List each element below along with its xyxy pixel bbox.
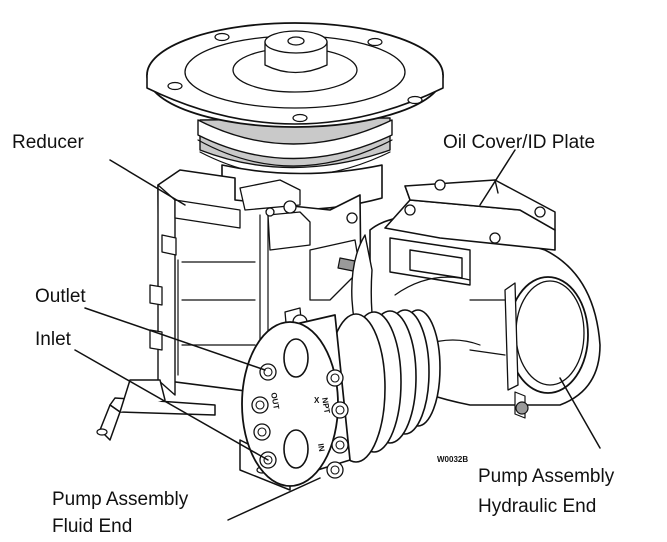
inlet-label: Inlet xyxy=(35,329,72,350)
in-marking: IN xyxy=(316,443,326,453)
outlet-leader xyxy=(84,307,266,371)
hydraulic-end-label-line1: Pump Assembly xyxy=(478,466,615,487)
fluid-end-label-line2: Fluid End xyxy=(52,516,132,537)
outlet-label: Outlet xyxy=(35,286,86,307)
fluid-end-bolts xyxy=(251,363,349,479)
hydraulic-end-leader xyxy=(559,377,601,449)
inlet-leader xyxy=(74,349,269,461)
leader-lines xyxy=(74,149,601,521)
fluid-end: OUT NPT X IN xyxy=(241,309,441,487)
out-marking: OUT xyxy=(269,392,281,410)
fluid-end-label-line1: Pump Assembly xyxy=(52,489,189,510)
x-marking: X xyxy=(314,396,320,405)
hydraulic-end-label-line2: Hydraulic End xyxy=(478,496,596,517)
oil-cover-label: Oil Cover/ID Plate xyxy=(443,132,595,153)
fluid-end-leader xyxy=(227,477,321,521)
mounting-flange xyxy=(146,22,444,177)
reducer-leader xyxy=(109,159,186,206)
drawing-number: W0032B xyxy=(437,455,468,464)
reducer-label: Reducer xyxy=(12,132,84,153)
oil-cover-leader xyxy=(479,149,516,206)
npt-marking: NPT xyxy=(320,397,332,414)
